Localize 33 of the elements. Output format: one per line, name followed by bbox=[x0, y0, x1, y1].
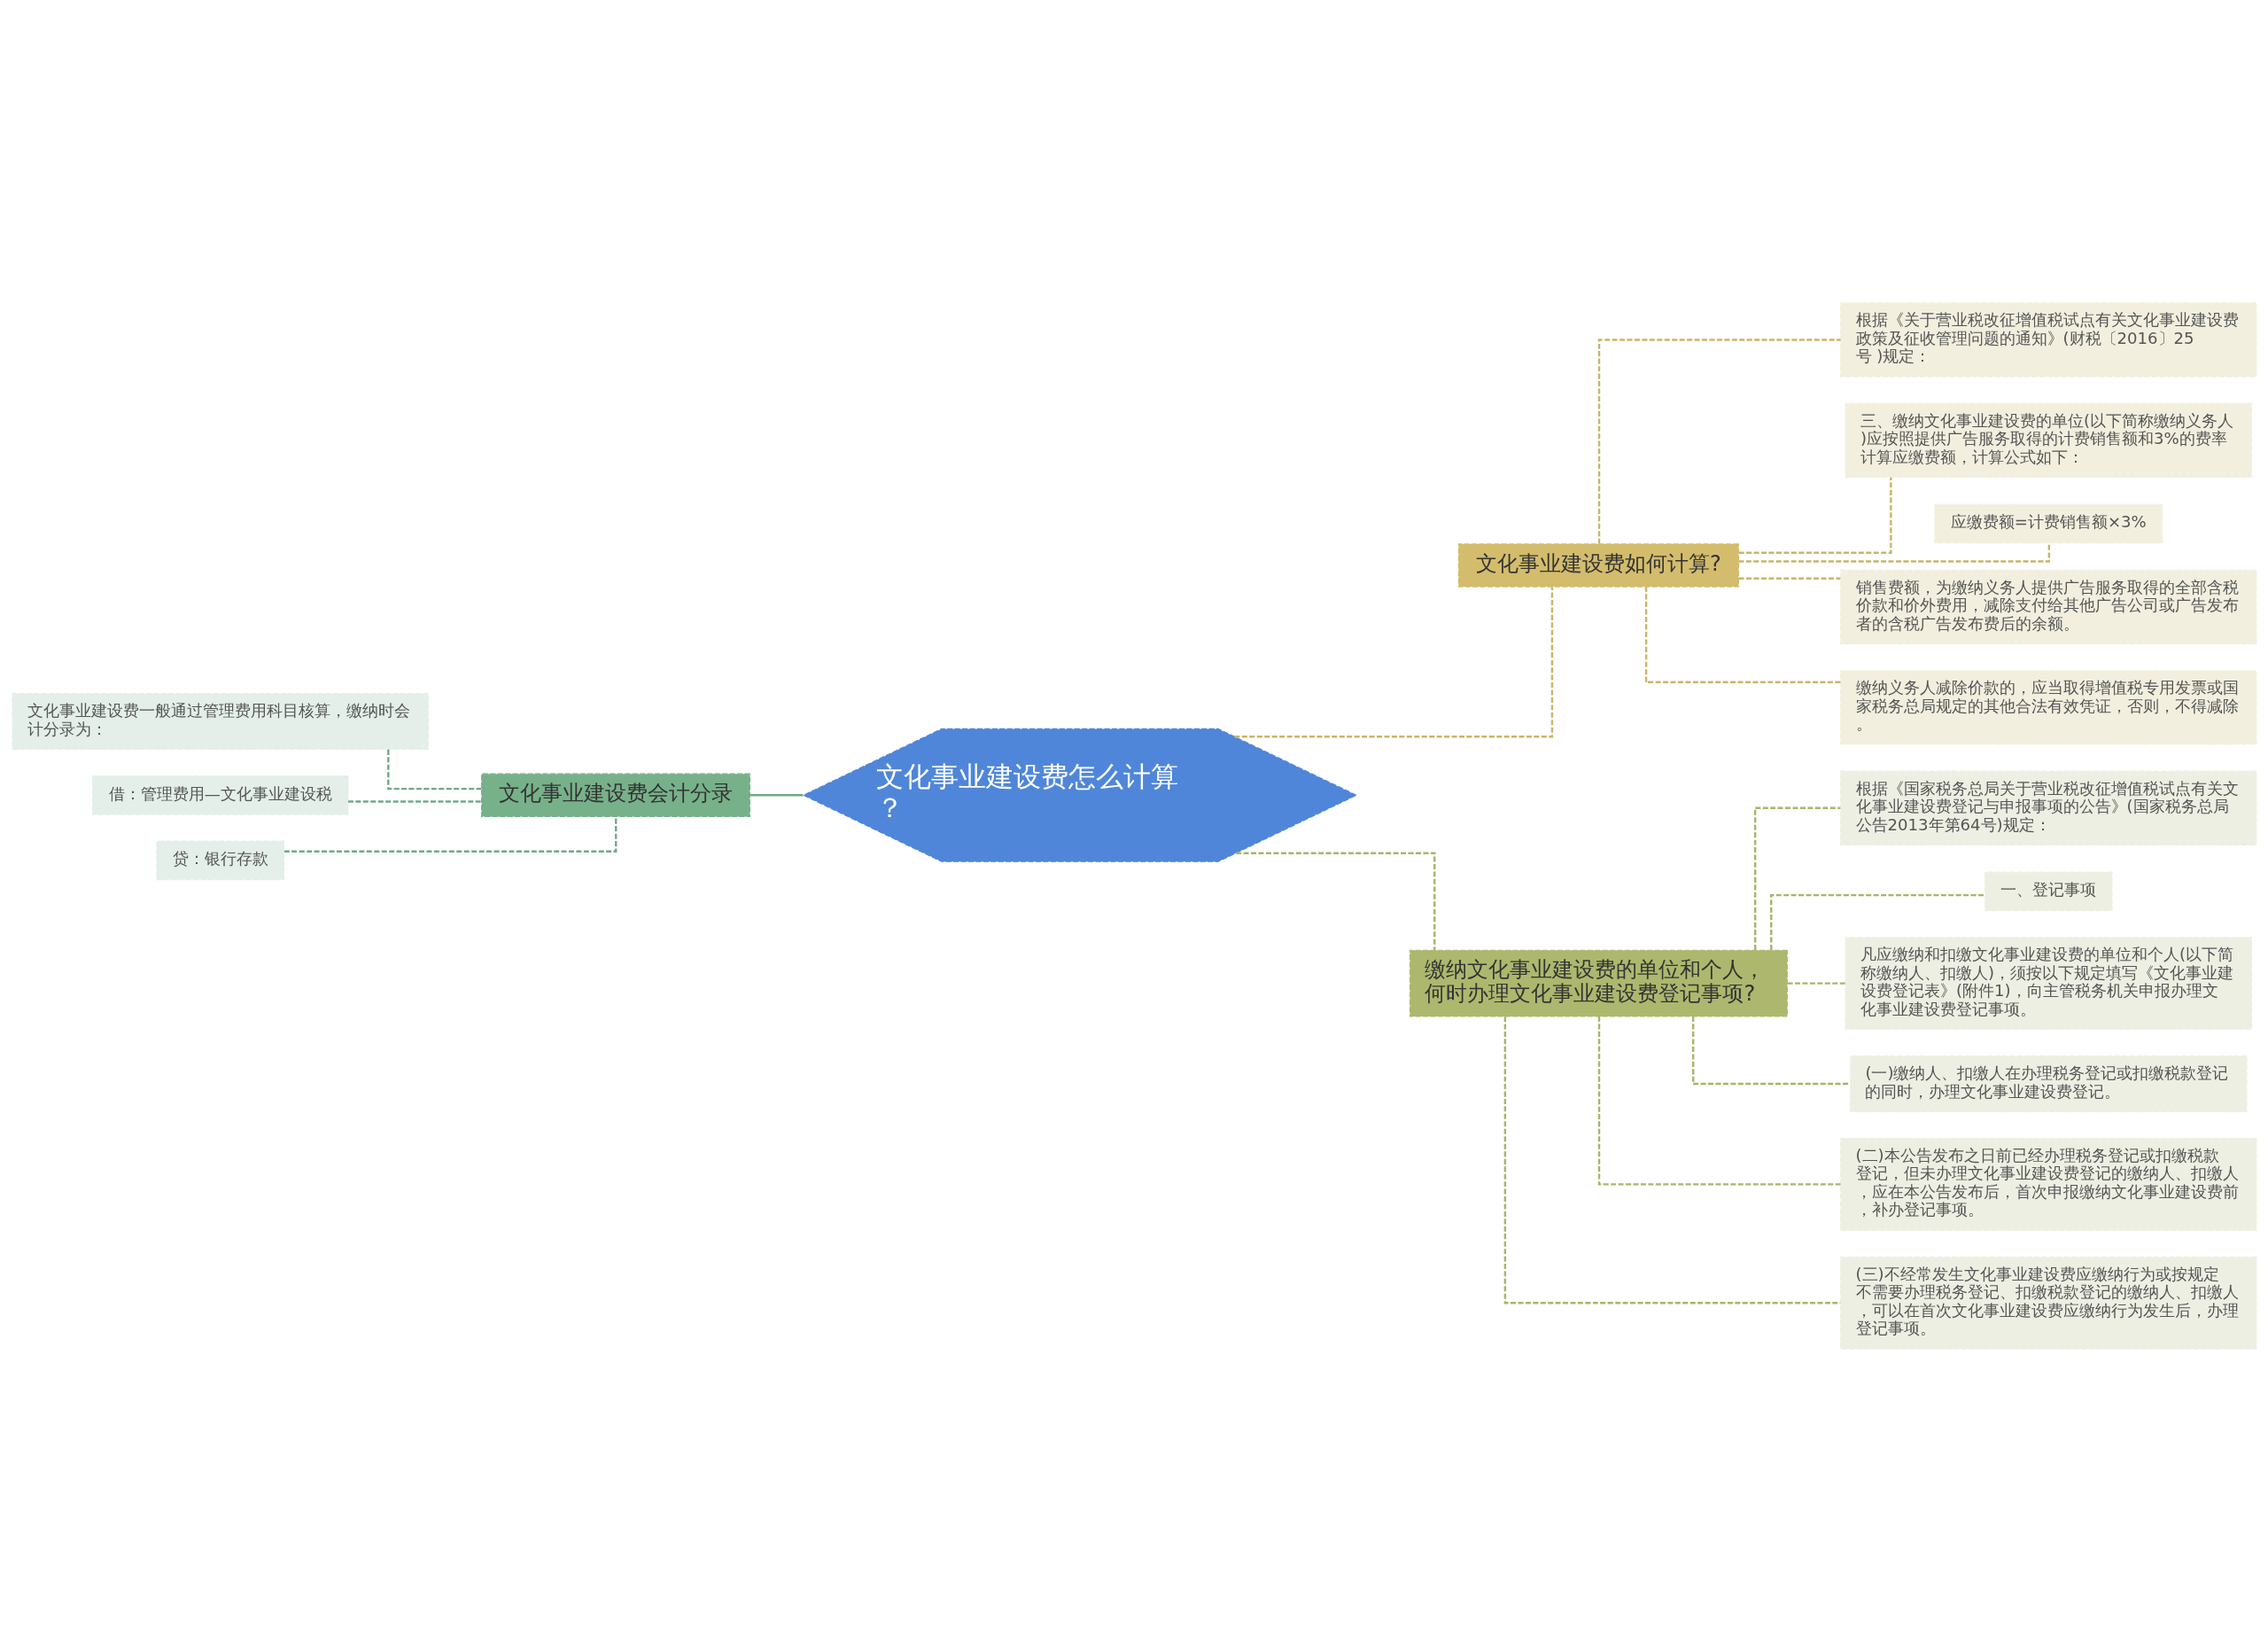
node-box: 凡应缴纳和扣缴文化事业建设费的单位和个人(以下简称缴纳人、扣缴人)，须按以下规定填写《文化事业建设费登记表》(附件1)，向主管税务机关申报办理文化事业建设费登记事项。 bbox=[1844, 936, 2252, 1030]
node-box: 借：管理费用—文化事业建设税 bbox=[91, 775, 348, 815]
node-box: (一)缴纳人、扣缴人在办理税务登记或扣缴税款登记的同时，办理文化事业建设费登记。 bbox=[1849, 1055, 2248, 1112]
node-box: (三)不经常发生文化事业建设费应缴纳行为或按规定不需要办理税务登记、扣缴税款登记的缴纳人、扣缴人，可以在首次文化事业建设费应缴纳行为发生后，办理登记事项。 bbox=[1839, 1256, 2256, 1350]
node-box: 缴纳文化事业建设费的单位和个人，何时办理文化事业建设费登记事项? bbox=[1409, 949, 1788, 1017]
connector bbox=[1235, 852, 1435, 950]
connector bbox=[1234, 586, 1553, 737]
connector bbox=[1753, 806, 1840, 950]
node-box: 文化事业建设费如何计算? bbox=[1457, 542, 1739, 588]
connector bbox=[1503, 1016, 1840, 1304]
node-box: 三、缴纳文化事业建设费的单位(以下简称缴纳义务人)应按照提供广告服务取得的计费销售额和3%的费率计算应缴费额，计算公式如下： bbox=[1844, 402, 2252, 478]
connector bbox=[1738, 477, 1892, 554]
connector bbox=[1691, 1016, 1850, 1085]
node-box: 根据《关于营业税改征增值税试点有关文化事业建设费政策及征收管理问题的通知》(财税〔2016〕25号 )规定： bbox=[1839, 301, 2256, 378]
node-box: 文化事业建设费一般通过管理费用科目核算，缴纳时会计分录为： bbox=[12, 692, 429, 750]
connector bbox=[1738, 577, 1840, 580]
node-box: 应缴费额=计费销售额×3% bbox=[1933, 503, 2163, 543]
connector bbox=[1597, 338, 1841, 544]
node-box: 销售费额，为缴纳义务人提供广告服务取得的全部含税价款和价外费用，减除支付给其他广告公司或广告发布者的含税广告发布费后的余额。 bbox=[1839, 569, 2256, 644]
node-box: 根据《国家税务总局关于营业税改征增值税试点有关文化事业建设费登记与申报事项的公告》(国家税务总局公告2013年第64号)规定： bbox=[1839, 770, 2256, 845]
node-box: 缴纳义务人减除价款的，应当取得增值税专用发票或国家税务总局规定的其他合法有效凭证，否则，不得减除。 bbox=[1839, 669, 2256, 745]
connector bbox=[386, 749, 481, 790]
connector bbox=[750, 793, 804, 797]
connector bbox=[1787, 981, 1845, 985]
node-box: 文化事业建设费会计分录 bbox=[480, 773, 750, 817]
connector bbox=[1597, 1016, 1841, 1186]
node-box: 一、登记事项 bbox=[1984, 871, 2113, 911]
node-box: (二)本公告发布之日前已经办理税务登记或扣缴税款登记，但未办理文化事业建设费登记的缴纳人、扣缴人，应在本公告发布后，首次申报缴纳文化事业建设费前，补办登记事项。 bbox=[1839, 1137, 2256, 1231]
node-box: 贷：银行存款 bbox=[155, 840, 284, 880]
connector bbox=[1769, 893, 1984, 950]
connector bbox=[284, 816, 617, 853]
connector bbox=[347, 799, 482, 803]
connector bbox=[1644, 586, 1841, 683]
